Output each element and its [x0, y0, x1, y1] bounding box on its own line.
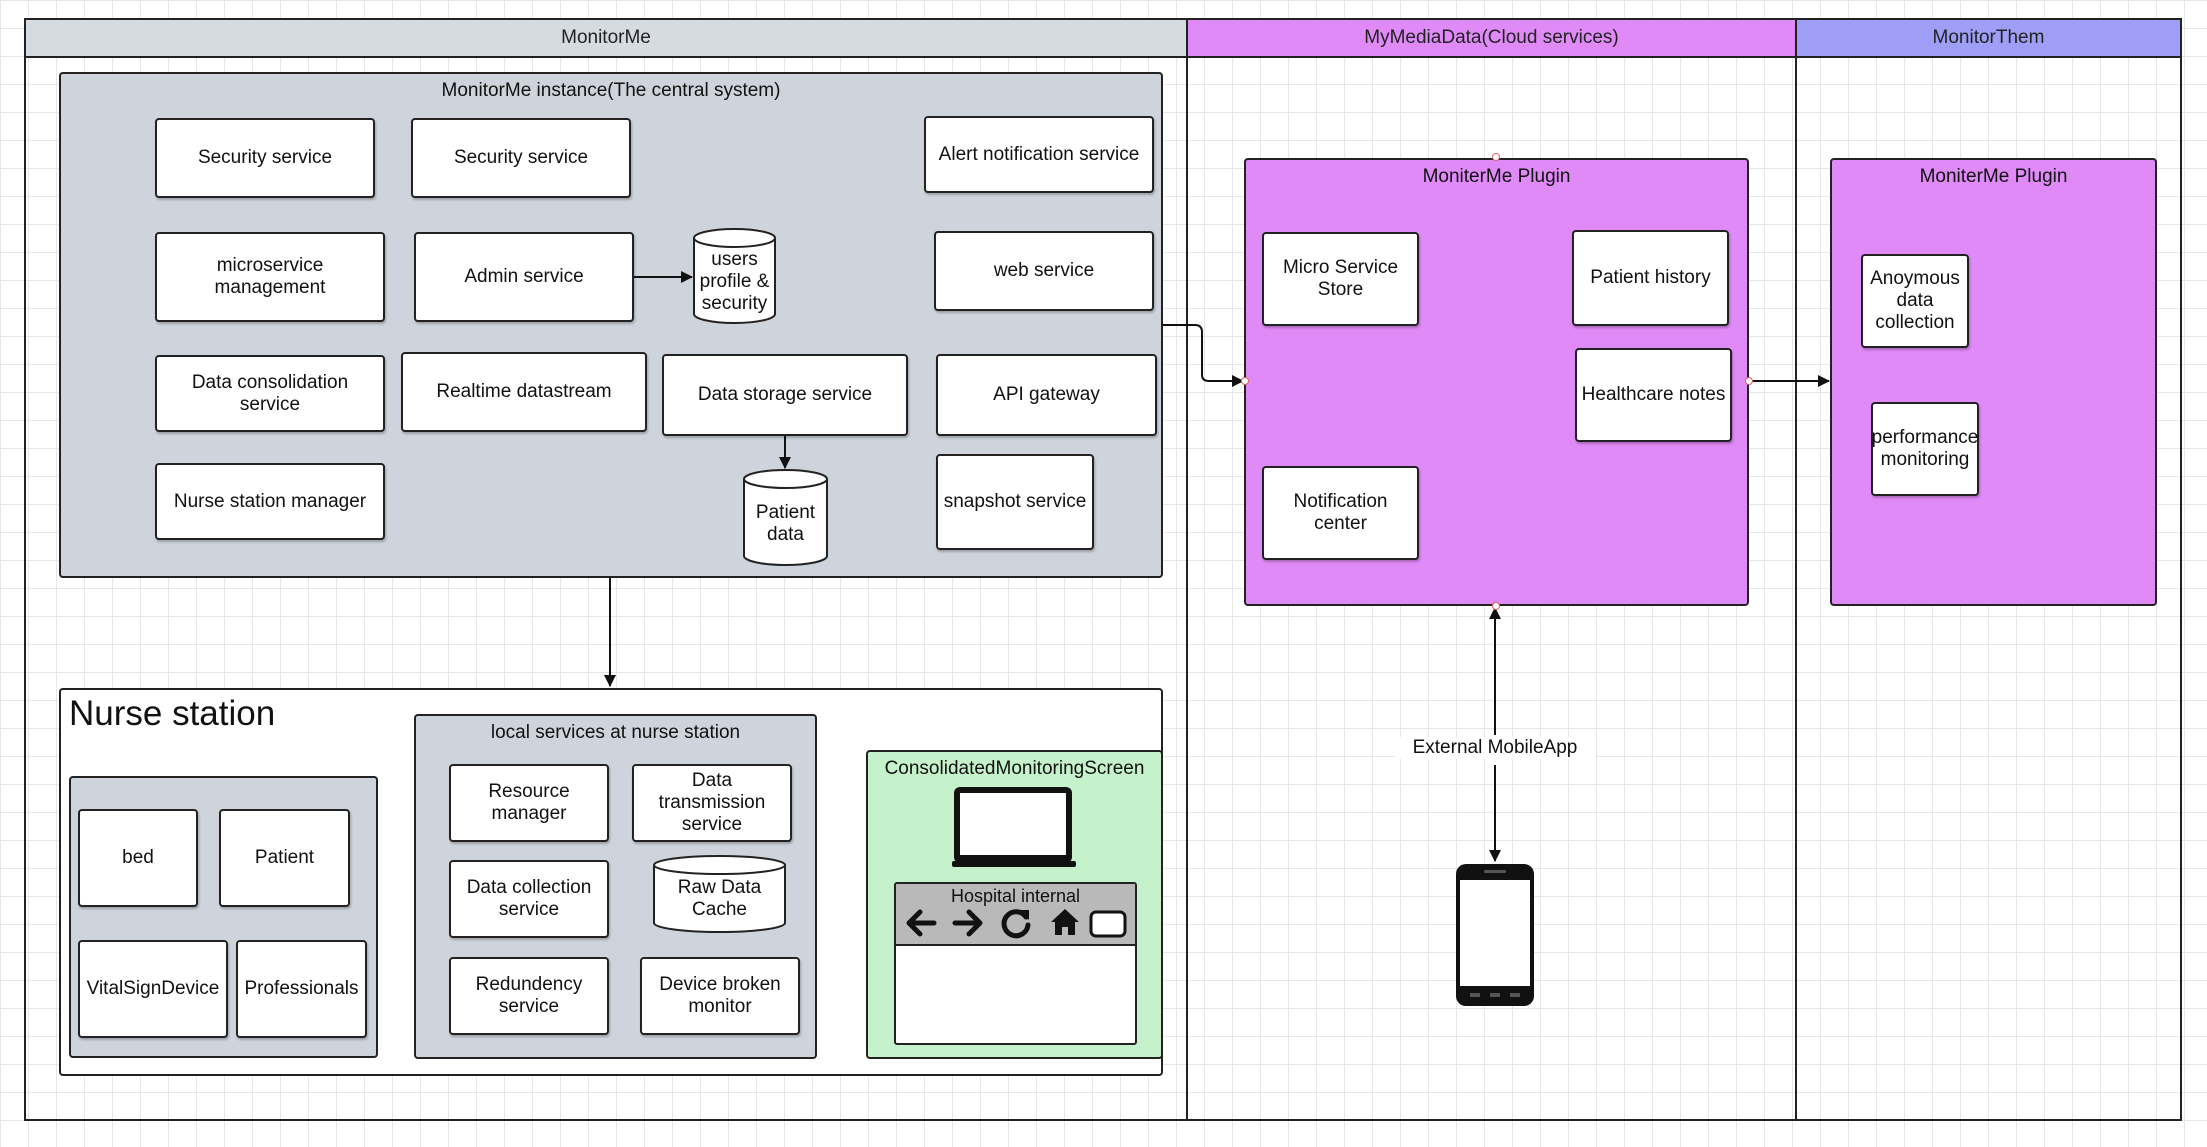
lane-monitorthem — [1795, 58, 2182, 1121]
tab-icon[interactable] — [1089, 910, 1127, 938]
web-service[interactable]: web service — [934, 231, 1154, 311]
healthcare-notes[interactable]: Healthcare notes — [1575, 348, 1732, 442]
security-service-1[interactable]: Security service — [155, 118, 375, 198]
central-system-title: MonitorMe instance(The central system) — [441, 80, 781, 101]
database-icon — [653, 855, 786, 933]
browser-window[interactable]: Hospital internal — [894, 882, 1137, 1045]
lane-title-monitorthem: MonitorThem — [1932, 27, 2045, 48]
anonymous-data-collection[interactable]: Anoymous data collection — [1861, 254, 1969, 348]
bed-box[interactable]: bed — [78, 809, 198, 907]
data-collection-service[interactable]: Data collection service — [449, 860, 609, 938]
lane-title-mymediadata: MyMediaData(Cloud services) — [1364, 27, 1619, 48]
arrow-left-icon[interactable] — [904, 908, 938, 938]
nurse-station-title: Nurse station — [69, 694, 276, 733]
refresh-icon[interactable] — [999, 906, 1033, 940]
raw-data-cache[interactable]: Raw Data Cache — [653, 855, 786, 933]
patient-box[interactable]: Patient — [219, 809, 350, 907]
data-transmission-service[interactable]: Data transmission service — [632, 764, 792, 842]
device-broken-monitor[interactable]: Device broken monitor — [640, 957, 800, 1035]
data-storage-service[interactable]: Data storage service — [662, 354, 908, 436]
api-gateway[interactable]: API gateway — [936, 354, 1157, 436]
browser-toolbar: Hospital internal — [896, 884, 1135, 946]
database-icon — [693, 228, 776, 324]
micro-service-store[interactable]: Micro Service Store — [1262, 232, 1419, 326]
consolidated-monitoring-title: ConsolidatedMonitoringScreen — [884, 758, 1145, 779]
lane-header-monitorthem: MonitorThem — [1795, 18, 2182, 58]
monitorthem-plugin-panel: MoniterMe Plugin — [1830, 158, 2157, 606]
users-profile-db[interactable]: users profile & security — [693, 228, 776, 324]
snapshot-service[interactable]: snapshot service — [936, 454, 1094, 550]
local-services-title: local services at nurse station — [490, 722, 741, 743]
microservice-management[interactable]: microservice management — [155, 232, 385, 322]
database-icon — [743, 469, 828, 566]
lane-header-mymediadata: MyMediaData(Cloud services) — [1186, 18, 1797, 58]
data-consolidation-service[interactable]: Data consolidation service — [155, 355, 385, 432]
admin-service[interactable]: Admin service — [414, 232, 634, 322]
home-icon[interactable] — [1049, 906, 1081, 938]
browser-title: Hospital internal — [950, 886, 1081, 906]
arrow-right-icon[interactable] — [951, 908, 985, 938]
redundency-service[interactable]: Redundency service — [449, 957, 609, 1035]
users-profile-db-label: users profile & security — [699, 249, 770, 314]
monitorthem-plugin-title: MoniterMe Plugin — [1919, 166, 2068, 187]
nurse-station-manager[interactable]: Nurse station manager — [155, 463, 385, 540]
external-mobileapp-label: External MobileApp — [1395, 737, 1595, 759]
cloud-plugin-title: MoniterMe Plugin — [1422, 166, 1571, 187]
resource-manager[interactable]: Resource manager — [449, 764, 609, 842]
vital-sign-device[interactable]: VitalSignDevice — [78, 940, 228, 1038]
patient-data-db[interactable]: Patient data — [743, 469, 828, 566]
patient-data-db-label: Patient data — [755, 501, 816, 545]
laptop-icon — [952, 787, 1076, 867]
patient-history[interactable]: Patient history — [1572, 230, 1729, 326]
performance-monitoring[interactable]: performance monitoring — [1871, 402, 1979, 496]
lane-title-monitorme: MonitorMe — [561, 27, 651, 48]
professionals-box[interactable]: Professionals — [236, 940, 367, 1038]
alert-notification-service[interactable]: Alert notification service — [924, 116, 1154, 193]
lane-header-monitorme: MonitorMe — [24, 18, 1188, 58]
smartphone-icon[interactable] — [1454, 862, 1536, 1008]
notification-center[interactable]: Notification center — [1262, 466, 1419, 560]
realtime-datastream[interactable]: Realtime datastream — [401, 352, 647, 432]
security-service-2[interactable]: Security service — [411, 118, 631, 198]
raw-data-cache-label: Raw Data Cache — [677, 877, 762, 920]
